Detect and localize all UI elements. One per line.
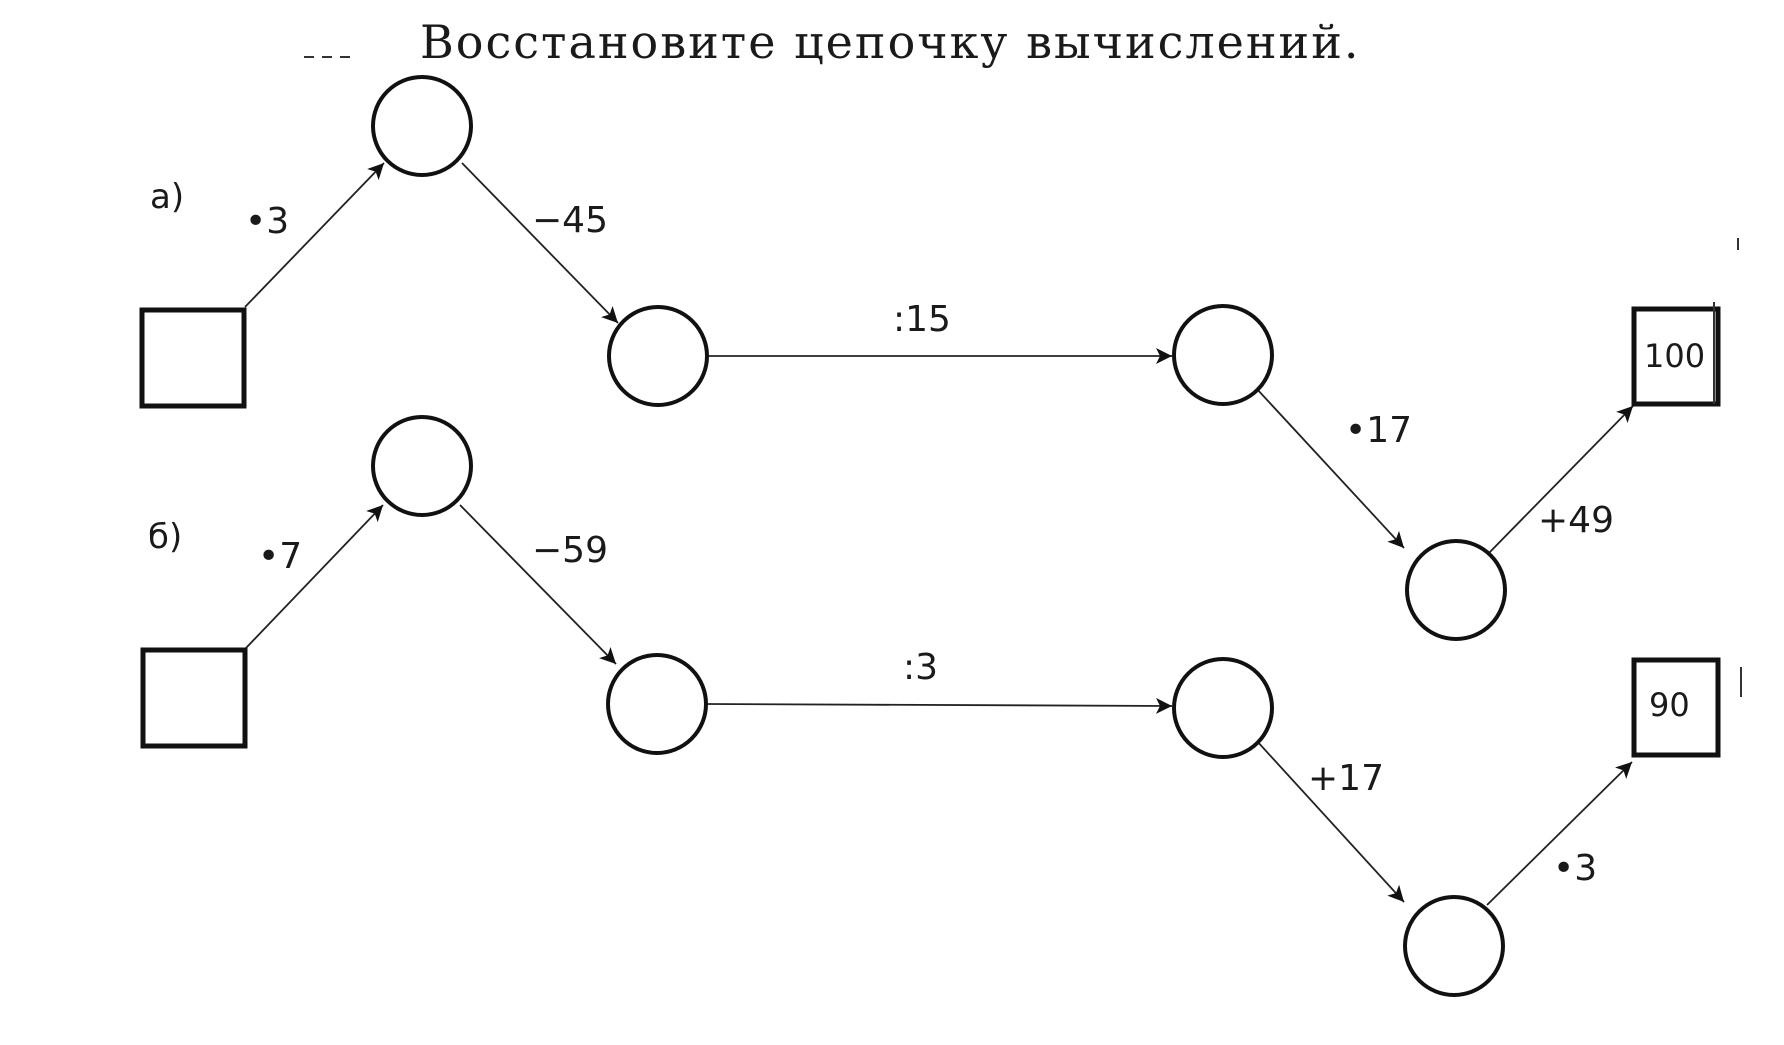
- circle-node-b4[interactable]: [1403, 895, 1505, 997]
- op-label-a4: •17: [1345, 410, 1412, 451]
- scan-artifacts: [304, 56, 1742, 697]
- edge-b4: [1255, 739, 1405, 903]
- edge-a4: [1255, 387, 1405, 549]
- circle-node-a2[interactable]: [607, 305, 709, 407]
- start-box-a[interactable]: [139, 307, 247, 409]
- edge-a5: [1486, 405, 1634, 556]
- op-label-a1: •3: [245, 201, 289, 242]
- result-box-b: [1631, 657, 1721, 758]
- chain-b: б) 90 •7 −59 :3 +17 •3: [140, 415, 1721, 997]
- edge-b5: [1486, 761, 1633, 906]
- op-label-b2: −59: [532, 530, 608, 571]
- circle-node-a4[interactable]: [1405, 539, 1507, 641]
- op-label-a3: :15: [893, 299, 951, 340]
- edge-a1: [244, 162, 385, 308]
- op-label-b1: •7: [258, 536, 302, 577]
- circle-node-a3[interactable]: [1172, 304, 1274, 406]
- part-label-b: б): [148, 517, 182, 557]
- page-title: Восстановите цепочку вычислений.: [420, 15, 1361, 69]
- chain-a: а) 100 •3 −45 :15 •17 +49: [139, 75, 1721, 641]
- circle-node-b1[interactable]: [371, 415, 473, 517]
- op-label-b3: :3: [903, 647, 938, 688]
- circle-node-b2[interactable]: [606, 653, 708, 755]
- circle-node-a1[interactable]: [371, 75, 473, 177]
- result-value-a: 100: [1644, 337, 1705, 375]
- op-label-a2: −45: [532, 200, 608, 241]
- part-label-a: а): [150, 177, 184, 217]
- result-value-b: 90: [1649, 686, 1690, 724]
- circle-node-b3[interactable]: [1172, 657, 1274, 759]
- op-label-a5: +49: [1538, 500, 1614, 541]
- edge-b1: [245, 504, 384, 649]
- edge-b3: [705, 697, 1173, 714]
- edge-b2: [459, 504, 617, 665]
- result-box-a: [1631, 306, 1721, 407]
- start-box-b[interactable]: [140, 647, 248, 749]
- op-label-b4: +17: [1308, 758, 1384, 799]
- edge-a2: [461, 162, 619, 324]
- op-label-b5: •3: [1553, 848, 1597, 889]
